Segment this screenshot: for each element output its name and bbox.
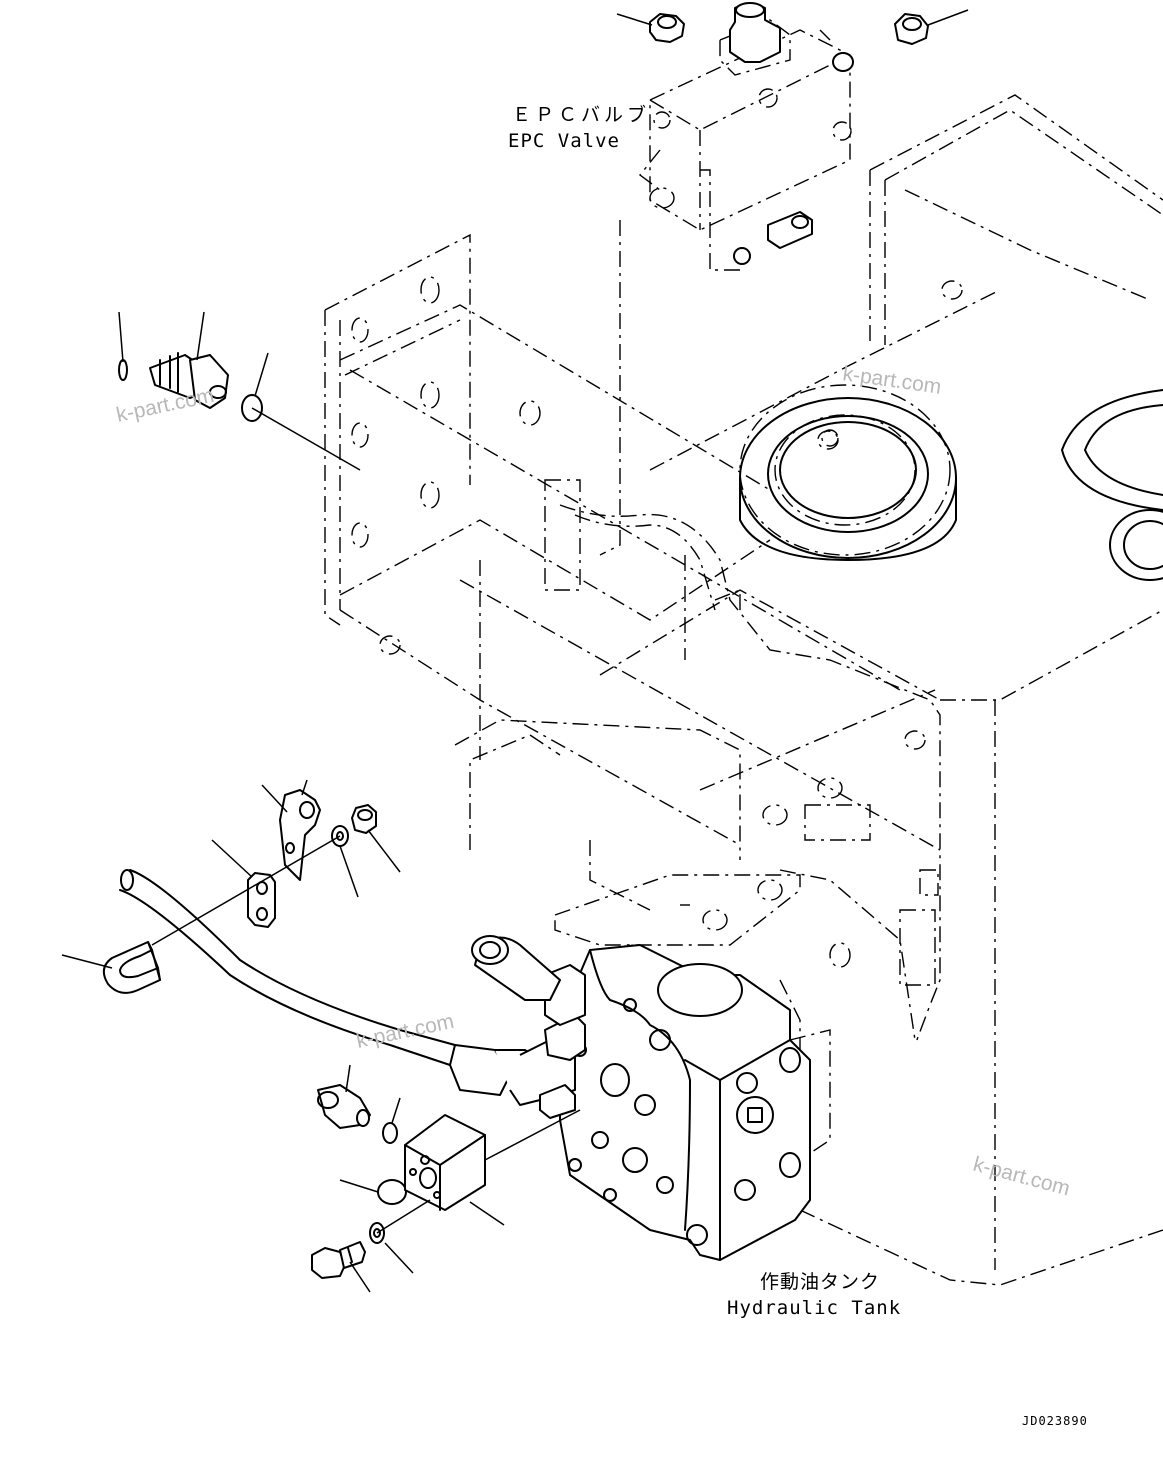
clamp-parts (102, 789, 377, 994)
valve-mounting-plate (554, 874, 801, 946)
epc-valve (639, 19, 852, 231)
tank-port-right (1061, 389, 1163, 581)
hose-assembly (119, 869, 586, 1119)
drawing-number: JD023890 (1022, 1414, 1088, 1428)
tank-filler-port (739, 397, 957, 561)
watermark: k-part.com (971, 1153, 1073, 1201)
epc-valve-label-en: EPC Valve (508, 130, 620, 152)
control-valve-block (559, 944, 811, 1261)
hydraulic-tank-outline (649, 94, 1163, 1286)
epc-valve-label-jp: ＥＰＣバルブ (512, 103, 650, 126)
tank-label-jp: 作動油タンク (760, 1271, 880, 1293)
watermark: k-part.com (114, 384, 216, 427)
top-left-fitting (118, 352, 361, 471)
epc-fittings (649, 2, 929, 265)
tank-label-en: Hydraulic Tank (727, 1297, 901, 1319)
bottom-left-fittings (311, 1084, 581, 1279)
leader-lines (61, 9, 969, 1293)
frame-bracket-phantom (324, 233, 963, 986)
watermark: k-part.com (354, 1010, 456, 1053)
pilot-hose-phantom (559, 169, 941, 1200)
